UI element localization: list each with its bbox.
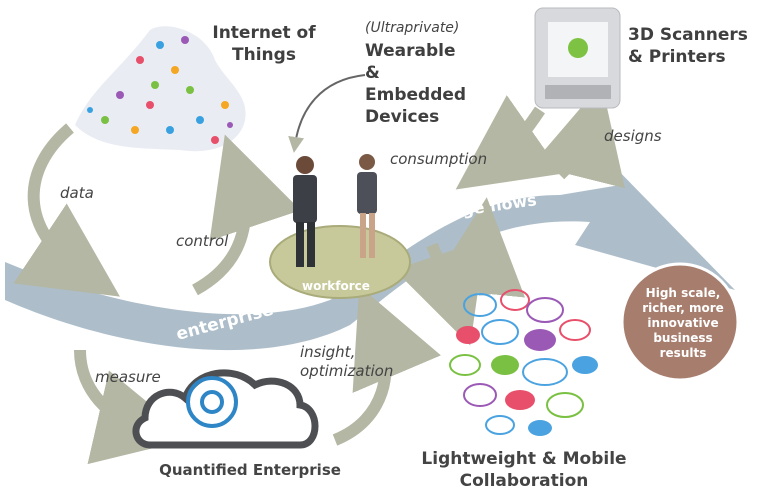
wearable-title: Wearable & Embedded Devices: [365, 41, 467, 127]
data-arrow: [13, 123, 120, 297]
insight-label: insight, optimization: [300, 343, 394, 380]
iot-cloud: [75, 26, 246, 152]
people-icon: [293, 154, 377, 267]
chat-bubbles: [449, 289, 598, 436]
control-arrow: [192, 134, 301, 296]
enterprise-river: [5, 160, 735, 351]
measure-label: measure: [95, 368, 161, 386]
collaboration-title: Lightweight & Mobile Collaboration: [421, 449, 627, 491]
workforce-label: workforce: [302, 279, 370, 293]
gear-icon: [186, 376, 238, 428]
consumption-label: consumption: [390, 150, 488, 168]
printer-icon: [534, 7, 621, 109]
measure-arrow: [74, 349, 192, 465]
quantified-enterprise-title: Quantified Enterprise: [159, 461, 341, 479]
results-text: High scale, richer, more innovative busi…: [642, 286, 724, 360]
iot-title: Internet of Things: [212, 23, 316, 65]
printers-title: 3D Scanners & Printers: [628, 25, 748, 67]
insight-arrow: [332, 285, 441, 446]
designs-label: designs: [604, 127, 662, 145]
data-label: data: [60, 184, 94, 202]
cloud-icon: [132, 369, 319, 449]
wearable-prefix: (Ultraprivate): [365, 20, 460, 36]
designs-arrow: [531, 83, 625, 189]
wearable-arrow: [288, 74, 366, 153]
consumption-arrow: [455, 95, 562, 190]
collab-up-arrow: [429, 197, 525, 298]
results-circle: [620, 262, 740, 382]
control-label: control: [176, 232, 229, 250]
